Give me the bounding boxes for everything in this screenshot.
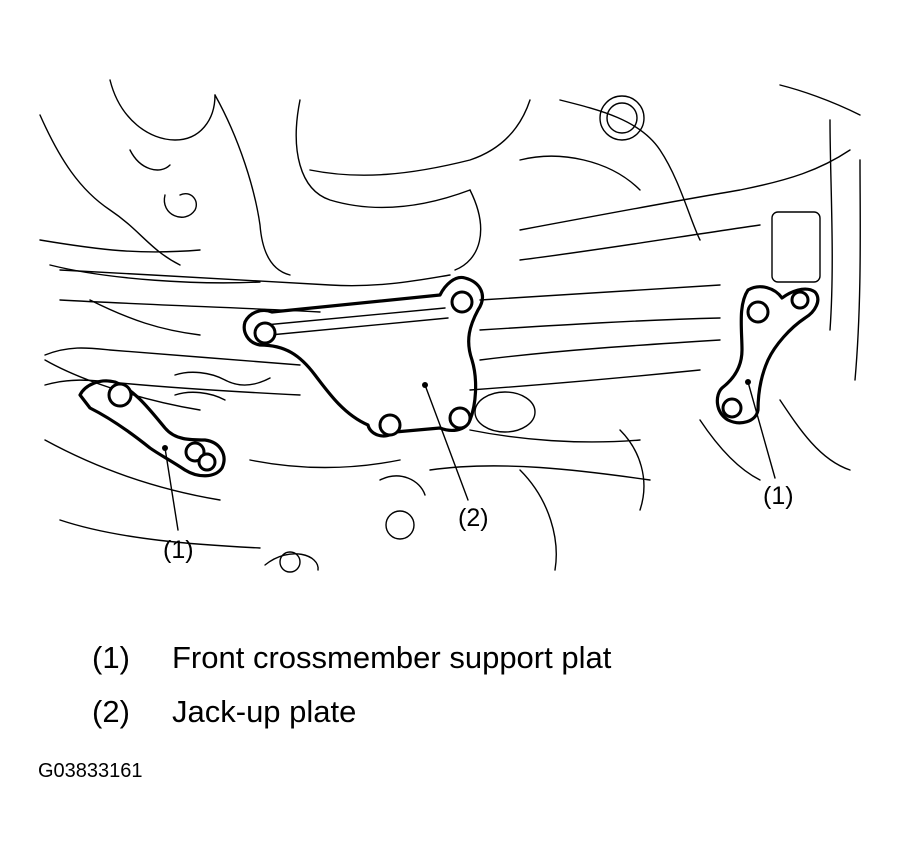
callout-left-support-plate: (1) xyxy=(163,536,194,564)
legend-item-2: (2) Jack-up plate xyxy=(92,696,356,727)
legend-text: Jack-up plate xyxy=(172,694,357,729)
legend-text: Front crossmember support plat xyxy=(172,640,612,675)
leader-lines xyxy=(162,379,776,531)
callout-jackup-plate: (2) xyxy=(458,504,489,532)
jackup-plate xyxy=(242,275,484,438)
frame-rails xyxy=(44,269,721,401)
figure-id: G03833161 xyxy=(38,760,143,782)
right-support-plate xyxy=(715,285,820,425)
undercarriage-line-drawing xyxy=(39,79,861,573)
legend-item-1: (1) Front crossmember support plat xyxy=(92,642,611,673)
left-support-plate xyxy=(78,379,226,478)
callout-right-support-plate: (1) xyxy=(763,482,794,510)
legend-number: (1) xyxy=(92,640,130,675)
background-structure xyxy=(39,79,861,573)
legend-number: (2) xyxy=(92,694,130,729)
